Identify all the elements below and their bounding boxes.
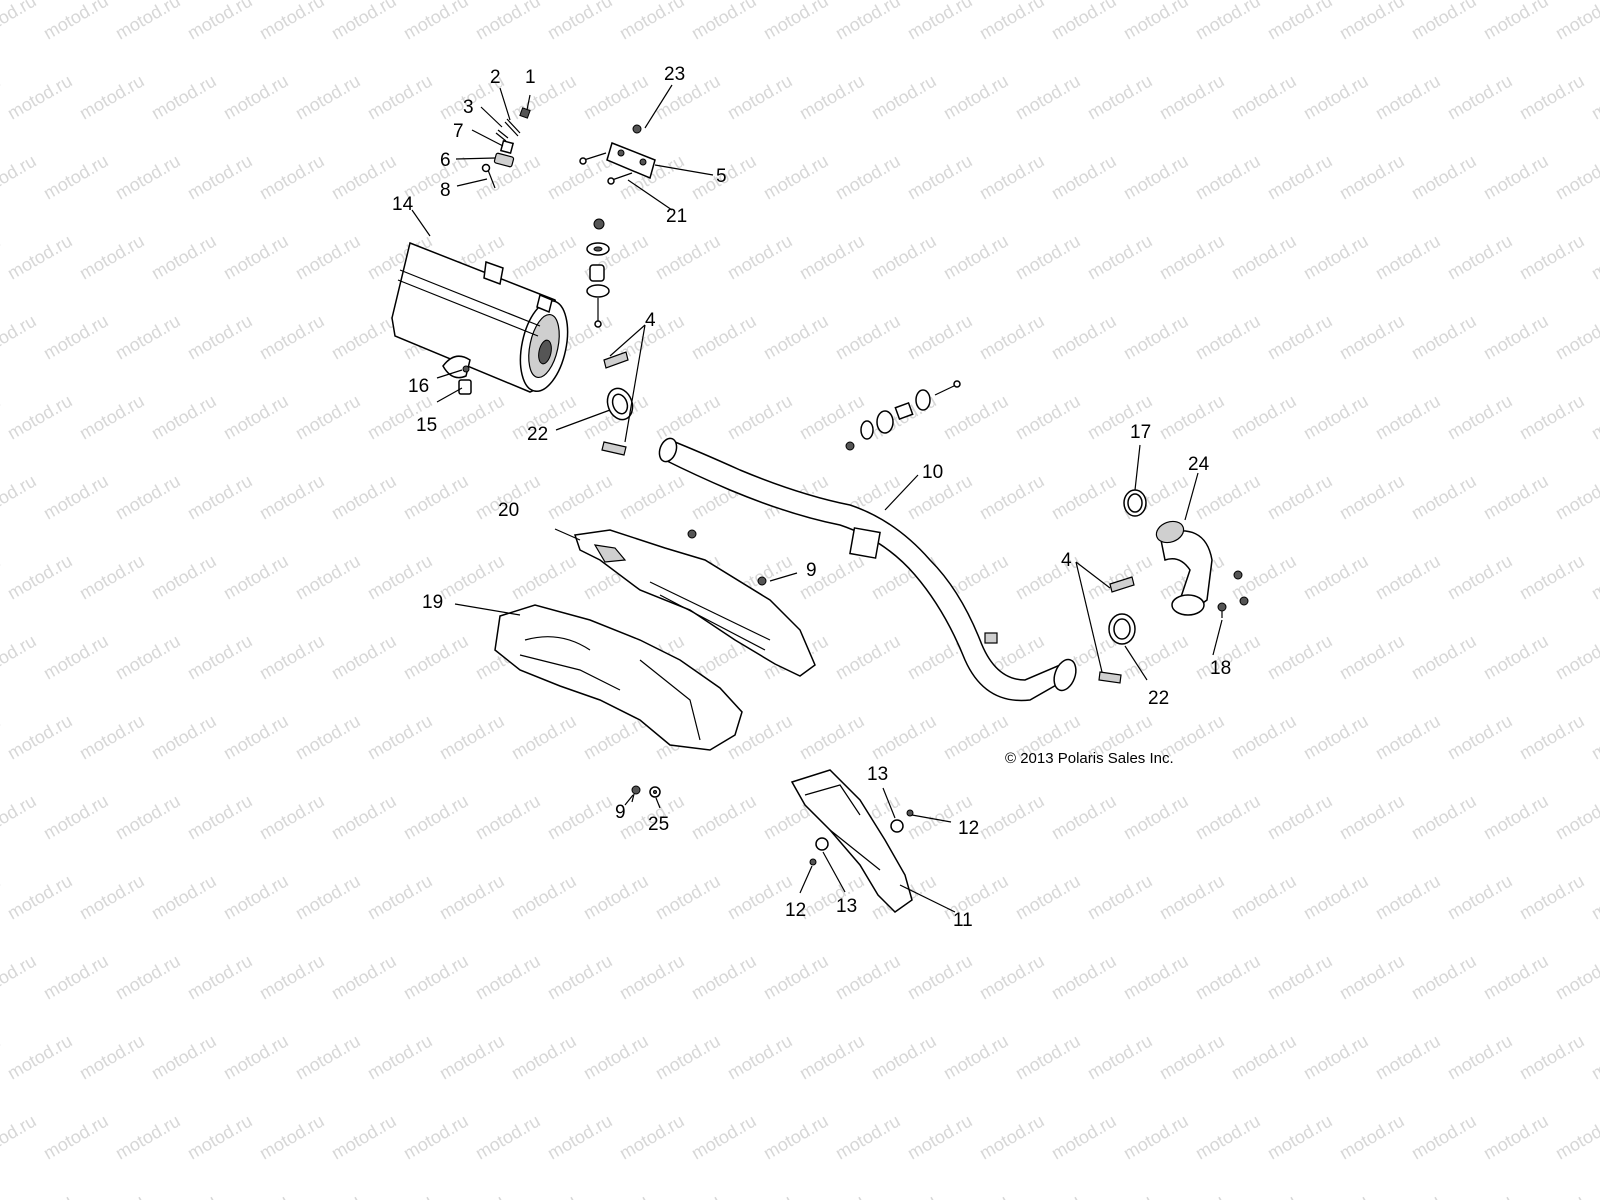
part-label-8: 8 <box>440 180 451 201</box>
part-label-13-lower: 13 <box>836 896 857 917</box>
part-label-20: 20 <box>498 500 519 521</box>
head-pipe-part <box>658 437 1077 702</box>
part-label-4-upper: 4 <box>645 310 656 331</box>
part-label-22-left: 22 <box>527 424 548 445</box>
mount-hardware-upper-left <box>481 107 531 189</box>
part-number-labels: 1 2 3 7 6 8 14 23 5 21 4 16 15 22 10 17 … <box>392 64 1231 931</box>
part-label-14: 14 <box>392 194 414 215</box>
part-label-7: 7 <box>453 121 464 142</box>
part-label-18: 18 <box>1210 658 1231 679</box>
part-label-4-right: 4 <box>1061 550 1072 571</box>
part-label-16: 16 <box>408 376 429 397</box>
part-label-15: 15 <box>416 415 437 436</box>
part-label-19: 19 <box>422 592 443 613</box>
muffler-part <box>391 241 569 393</box>
part-label-11: 11 <box>953 910 973 931</box>
part-label-22-right: 22 <box>1148 688 1169 709</box>
part-label-2: 2 <box>490 67 501 88</box>
part-label-12-lower: 12 <box>785 900 806 921</box>
part-label-21: 21 <box>666 206 687 227</box>
bracket-part <box>579 124 656 185</box>
leader-lines <box>411 84 1223 913</box>
heat-shield-lower-part <box>494 604 743 751</box>
part-label-6: 6 <box>440 150 451 171</box>
exhaust-flange-part <box>1123 489 1249 618</box>
lower-fasteners <box>631 576 767 803</box>
springs-and-gasket-left <box>458 351 634 456</box>
part-label-9-upper: 9 <box>806 560 817 581</box>
part-label-12-upper: 12 <box>958 818 979 839</box>
heat-shield-upper-part <box>554 528 816 677</box>
part-label-10: 10 <box>922 462 943 483</box>
part-label-23: 23 <box>664 64 685 85</box>
heat-shield-pipe-part <box>790 769 914 913</box>
part-label-25: 25 <box>648 814 669 835</box>
part-label-1: 1 <box>525 67 536 88</box>
pipe-mount-hardware <box>845 380 961 451</box>
part-label-24: 24 <box>1188 454 1210 475</box>
part-label-3: 3 <box>463 97 474 118</box>
part-label-5: 5 <box>716 166 727 187</box>
part-label-13-upper: 13 <box>867 764 888 785</box>
part-label-9-lower: 9 <box>615 802 626 823</box>
springs-and-gasket-right <box>1098 576 1136 684</box>
part-label-17: 17 <box>1130 422 1151 443</box>
grommet-stack <box>586 218 610 328</box>
copyright-notice: © 2013 Polaris Sales Inc. <box>1005 750 1174 767</box>
